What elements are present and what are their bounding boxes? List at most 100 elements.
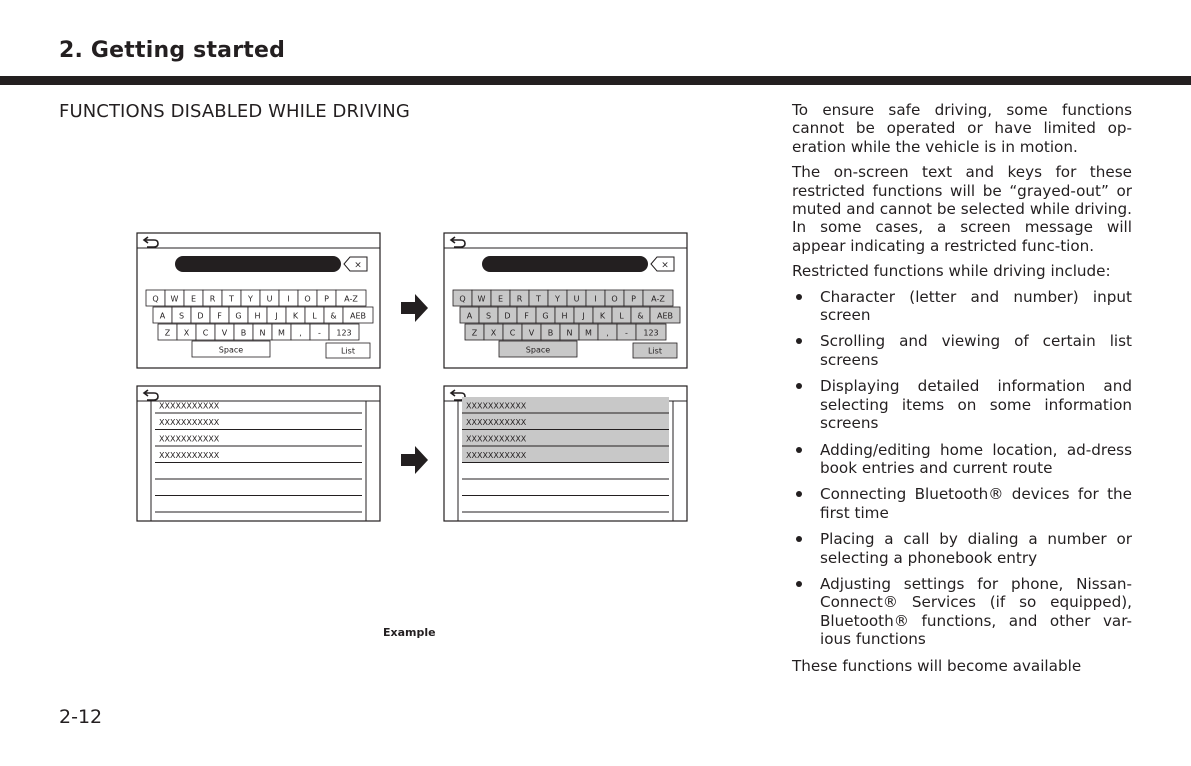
keyboard-key-label: , bbox=[299, 329, 302, 338]
keyboard-key-label: N bbox=[567, 329, 573, 338]
delete-key-icon bbox=[650, 256, 675, 272]
keyboard-key bbox=[342, 306, 374, 324]
keyboard-key-label: R bbox=[210, 295, 216, 304]
list-row-label: XXXXXXXXXXX bbox=[466, 418, 527, 427]
bullet-icon bbox=[796, 580, 802, 587]
keyboard-key-label: I bbox=[594, 295, 596, 304]
delete-key-label: × bbox=[354, 261, 362, 271]
keyboard-key-label: L bbox=[312, 312, 317, 321]
keyboard-key-label: K bbox=[600, 312, 606, 321]
header-rule bbox=[0, 76, 1191, 85]
space-key bbox=[498, 340, 578, 358]
list-item: Adjusting settings for phone, Nissan-Con… bbox=[792, 575, 1132, 649]
keyboard-key-label: & bbox=[330, 312, 336, 321]
keyboard-key-label: T bbox=[228, 295, 234, 304]
paragraph: Restricted functions while driving inclu… bbox=[792, 262, 1111, 281]
keyboard-key-label: P bbox=[324, 295, 329, 304]
list-row-label: XXXXXXXXXXX bbox=[466, 402, 527, 411]
screen-frame bbox=[136, 385, 381, 522]
paragraph: These functions will become available bbox=[792, 656, 1082, 675]
restricted-functions-list: Character (letter and number) input scre… bbox=[792, 288, 1132, 649]
list-row-muted bbox=[462, 397, 669, 413]
space-key-label: Space bbox=[526, 346, 550, 355]
keyboard-key-label: K bbox=[293, 312, 299, 321]
list-item: Displaying detailed information and sele… bbox=[792, 377, 1132, 432]
keyboard-key-label: G bbox=[542, 312, 548, 321]
keyboard-key-label: Q bbox=[459, 295, 465, 304]
keyboard-key-label: & bbox=[637, 312, 643, 321]
list-item: Character (letter and number) input scre… bbox=[792, 288, 1132, 325]
list-row-label: XXXXXXXXXXX bbox=[159, 418, 220, 427]
keyboard-key-label: Z bbox=[472, 329, 478, 338]
back-arrow-icon bbox=[142, 236, 159, 248]
keyboard-key-label: Y bbox=[554, 295, 560, 304]
chapter-title: 2. Getting started bbox=[59, 38, 286, 63]
keyboard-key-label: V bbox=[222, 329, 228, 338]
keyboard-key-label: F bbox=[217, 312, 222, 321]
bullet-icon bbox=[796, 536, 802, 543]
bullet-icon bbox=[796, 383, 802, 390]
back-arrow-icon bbox=[449, 236, 466, 248]
keyboard-key-label: B bbox=[241, 329, 247, 338]
back-arrow-icon bbox=[142, 389, 159, 401]
keyboard-key-label: S bbox=[179, 312, 184, 321]
keyboard-key-label: AEB bbox=[350, 312, 366, 321]
keyboard-key-label: D bbox=[197, 312, 203, 321]
list-row-muted bbox=[462, 430, 669, 446]
text-entry-field bbox=[482, 256, 648, 272]
list-key-label: List bbox=[341, 347, 355, 356]
keyboard-key-label: S bbox=[486, 312, 491, 321]
bullet-icon bbox=[796, 491, 802, 498]
list-item: Adding/editing home location, ad-dress b… bbox=[792, 441, 1132, 478]
keyboard-key-label: T bbox=[535, 295, 541, 304]
list-row-label: XXXXXXXXXXX bbox=[466, 451, 527, 460]
section-heading: FUNCTIONS DISABLED WHILE DRIVING bbox=[59, 101, 410, 122]
keyboard-key-label: H bbox=[561, 312, 567, 321]
list-item: Placing a call by dialing a number or se… bbox=[792, 530, 1132, 567]
list-key bbox=[632, 342, 678, 359]
keyboard-key-label: E bbox=[498, 295, 503, 304]
list-row-label: XXXXXXXXXXX bbox=[159, 402, 220, 411]
keyboard-key-label: E bbox=[191, 295, 196, 304]
delete-key-label: × bbox=[661, 261, 669, 271]
keyboard-key-label: X bbox=[184, 329, 190, 338]
keyboard-key-label: 123 bbox=[336, 329, 351, 338]
keyboard-key-label: Y bbox=[247, 295, 253, 304]
keyboard-key-label: R bbox=[517, 295, 523, 304]
body-text-column: To ensure safe driving, some functions c… bbox=[792, 101, 1132, 682]
keyboard-key-label: C bbox=[203, 329, 209, 338]
bullet-icon bbox=[796, 446, 802, 453]
paragraph: To ensure safe driving, some functions c… bbox=[792, 101, 1132, 156]
keyboard-key-label: X bbox=[491, 329, 497, 338]
list-screen-grayed: XXXXXXXXXXXXXXXXXXXXXXXXXXXXXXXXXXXXXXXX… bbox=[443, 385, 688, 522]
keyboard-key bbox=[328, 323, 360, 341]
keyboard-key-label: U bbox=[267, 295, 273, 304]
space-key bbox=[191, 340, 271, 358]
keyboard-key-label: - bbox=[318, 329, 321, 338]
list-screen-normal: XXXXXXXXXXX XXXXXXXXXXX XXXXXXXXXXX XXXXXXX… bbox=[136, 385, 381, 522]
list-row-label: XXXXXXXXXXX bbox=[159, 451, 220, 460]
list-row-muted bbox=[462, 446, 669, 462]
list-row-muted bbox=[462, 413, 669, 429]
keyboard-key-label: - bbox=[625, 329, 628, 338]
keyboard-key-label: A-Z bbox=[651, 295, 665, 304]
list-row-label: XXXXXXXXXXX bbox=[159, 435, 220, 444]
keyboard-key-label: P bbox=[631, 295, 636, 304]
keyboard-key-label: Z bbox=[165, 329, 171, 338]
keyboard-key bbox=[335, 289, 367, 307]
keyboard-key-label: J bbox=[274, 312, 277, 321]
keyboard-key-label: A bbox=[160, 312, 166, 321]
keyboard-key-label: V bbox=[529, 329, 535, 338]
figure-caption: Example bbox=[383, 626, 436, 639]
keyboard-key-label: AEB bbox=[657, 312, 673, 321]
keyboard-key-label: , bbox=[606, 329, 609, 338]
keyboard-key-label: C bbox=[510, 329, 516, 338]
keyboard-key-label: W bbox=[171, 295, 179, 304]
keyboard-key-label: O bbox=[611, 295, 617, 304]
keyboard-key-label: U bbox=[574, 295, 580, 304]
list-item: Connecting Bluetooth® devices for the fi… bbox=[792, 485, 1132, 522]
text-entry-field bbox=[175, 256, 341, 272]
keyboard-key-label: J bbox=[581, 312, 584, 321]
